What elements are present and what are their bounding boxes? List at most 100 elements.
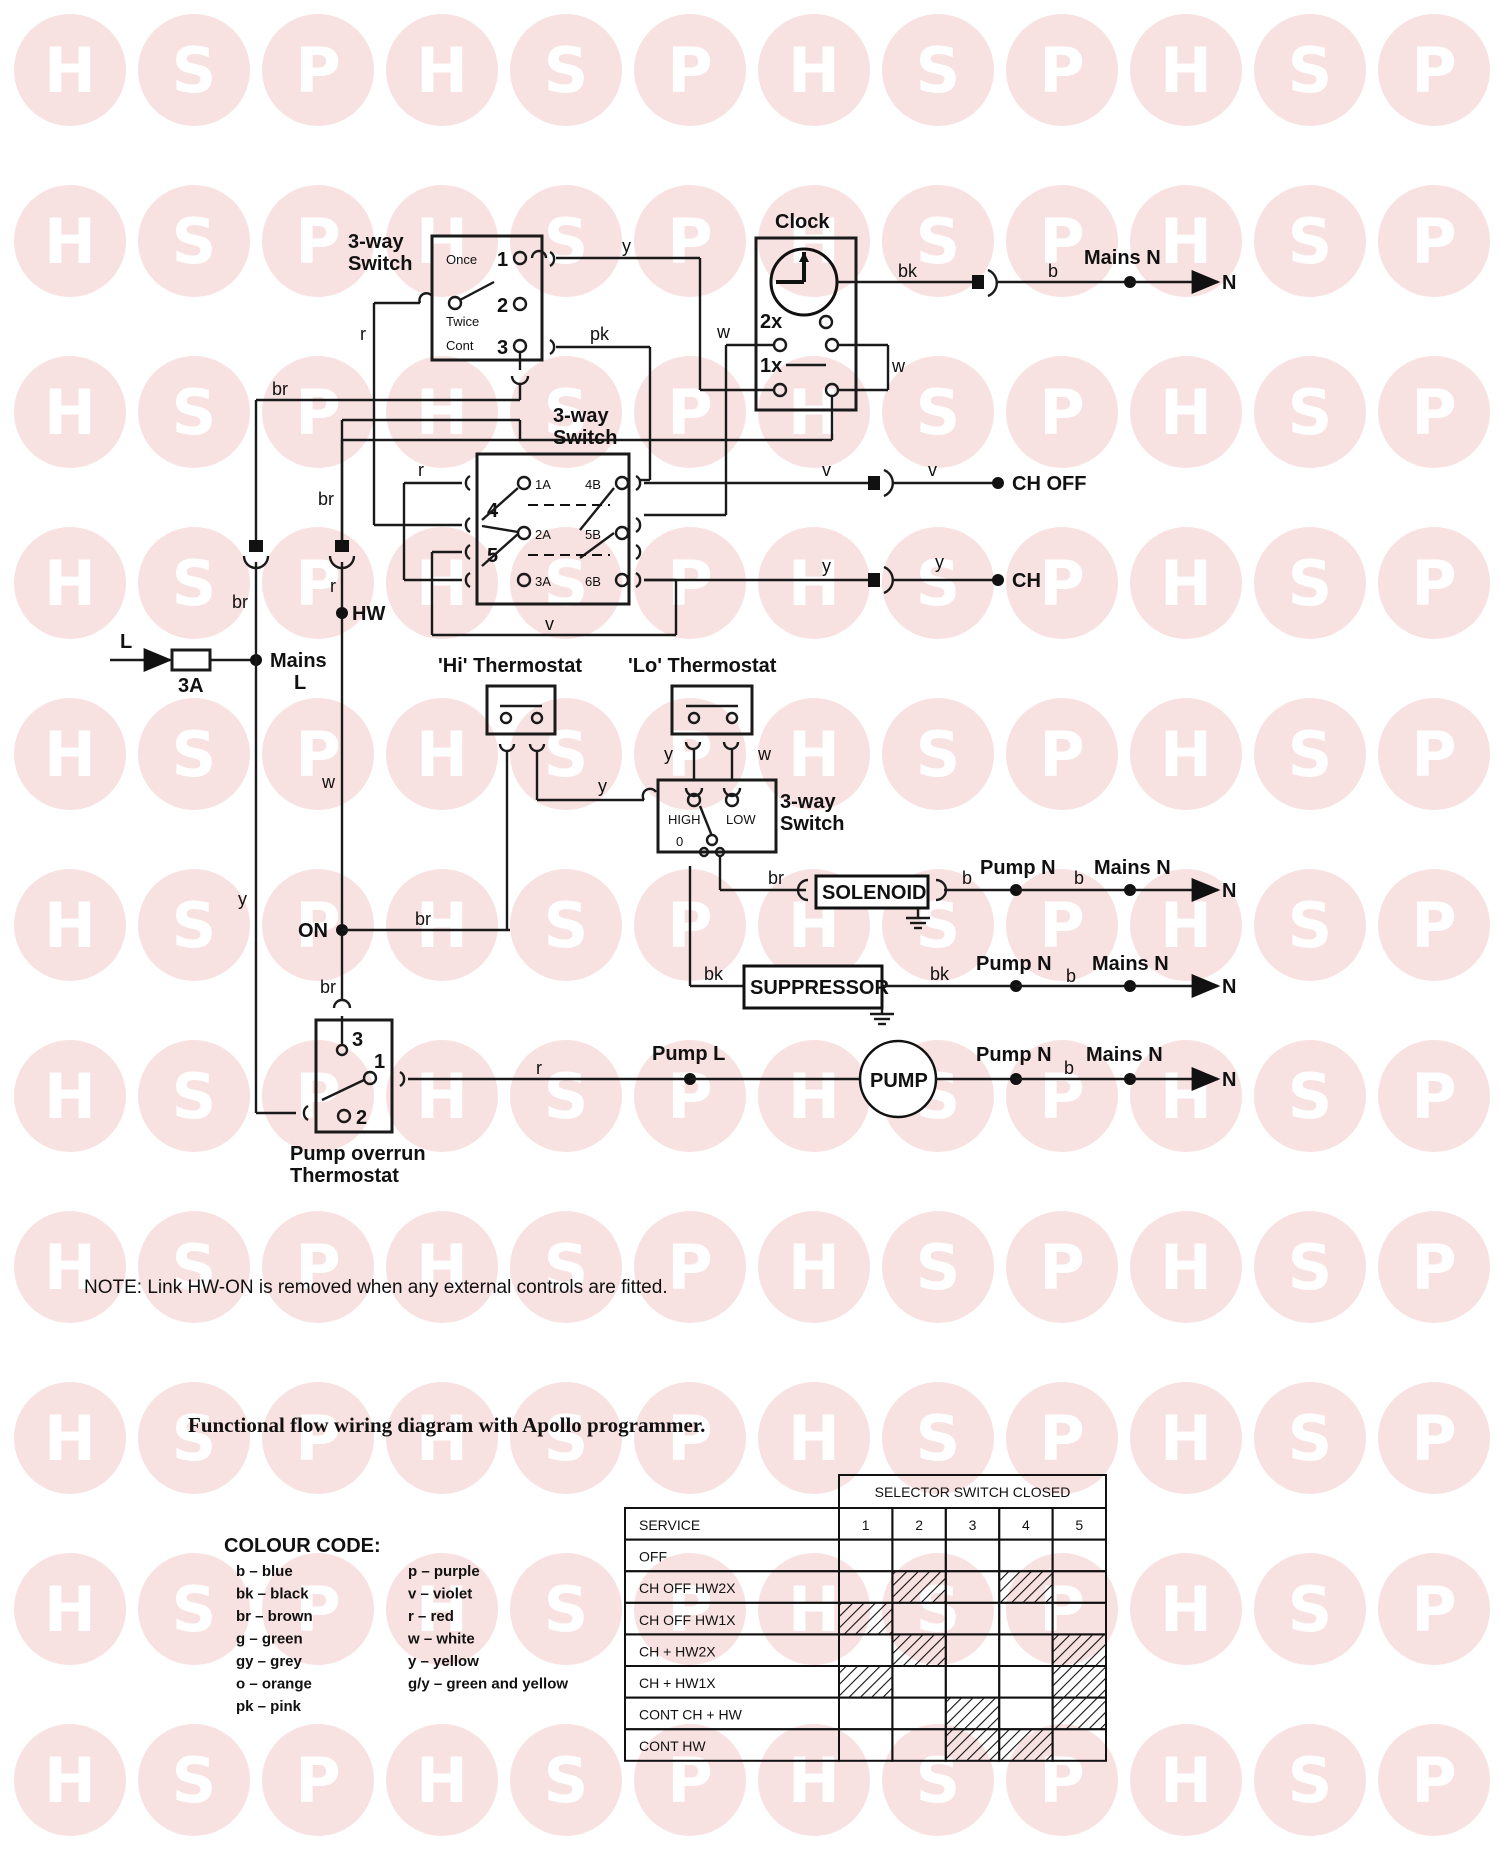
- watermark-circle: [882, 527, 994, 639]
- watermark-circle: [138, 356, 250, 468]
- ov-terminal-1: 1: [374, 1051, 385, 1073]
- pump-n-label-sol: Pump N: [980, 857, 1056, 879]
- watermark-letter: H: [44, 34, 96, 107]
- watermark-circle: [1130, 185, 1242, 297]
- watermark-circle: [14, 1553, 126, 1665]
- watermark-circle: [634, 185, 746, 297]
- watermark-letter: H: [44, 205, 96, 278]
- watermark-letter: S: [172, 1060, 217, 1133]
- watermark-circle: [386, 698, 498, 810]
- watermark-circle: [882, 1211, 994, 1323]
- table-cell: [998, 1696, 1054, 1731]
- pump-n-label-sup: Pump N: [976, 953, 1052, 975]
- watermark-circle: [1254, 185, 1366, 297]
- watermark-circle: [386, 1211, 498, 1323]
- n-label-sol: N: [1222, 880, 1236, 902]
- watermark-circle: [1378, 1040, 1490, 1152]
- watermark-circle: [634, 1553, 746, 1665]
- watermark-letter: H: [788, 1231, 840, 1304]
- watermark-letter: H: [44, 1060, 96, 1133]
- watermark-circle: [1378, 1211, 1490, 1323]
- colour-code-entry: pk – pink: [236, 1698, 302, 1715]
- watermark-letter: S: [544, 1060, 589, 1133]
- mains-n-label-pump: Mains N: [1086, 1044, 1163, 1066]
- n-label-sup: N: [1222, 976, 1236, 998]
- wire-label-y-sw1: y: [622, 236, 631, 256]
- wire-label-b-pump: b: [1064, 1058, 1074, 1078]
- watermark-letter: H: [416, 1060, 468, 1133]
- overrun-label-b: Thermostat: [290, 1165, 399, 1187]
- table-cell: [998, 1665, 1054, 1699]
- watermark-circle: [758, 1382, 870, 1494]
- watermark-letter: H: [1160, 34, 1212, 107]
- watermark-letter: H: [44, 889, 96, 962]
- wire-label-y-hi: y: [598, 776, 607, 796]
- watermark-letter: P: [1411, 376, 1456, 449]
- wire-label-r-hw: r: [330, 576, 336, 596]
- watermark-letter: P: [667, 1744, 712, 1817]
- watermark-letter: H: [788, 34, 840, 107]
- watermark-circle: [1006, 698, 1118, 810]
- watermark-circle: [14, 1382, 126, 1494]
- watermark-letter: P: [1411, 1060, 1456, 1133]
- watermark-circle: [1254, 1211, 1366, 1323]
- watermark-letter: H: [1160, 718, 1212, 791]
- watermark-circle: [386, 1040, 498, 1152]
- watermark-circle: [14, 698, 126, 810]
- watermark-letter: S: [916, 718, 961, 791]
- hi-thermostat: 'Hi' Thermostat y: [438, 655, 644, 930]
- clock-2x-label: 2x: [760, 311, 782, 333]
- service-row-label: CH + HW2X: [639, 1643, 716, 1659]
- hw-label: HW: [352, 603, 385, 625]
- wire-label-r-sw2: r: [418, 460, 424, 480]
- wire-label-b-sol1: b: [962, 868, 972, 888]
- wire-label-bk-sup2: bk: [930, 964, 950, 984]
- switch-column-number: 5: [1075, 1517, 1083, 1533]
- watermark-letter: S: [172, 889, 217, 962]
- watermark-circle: [262, 869, 374, 981]
- watermark-circle: [1006, 356, 1118, 468]
- sw2-1a: 1A: [535, 477, 551, 492]
- mains-n-label-top: Mains N: [1084, 247, 1161, 269]
- watermark-letter: S: [172, 1744, 217, 1817]
- switch3-title-a: 3-way: [780, 791, 836, 813]
- watermark-circle: [138, 14, 250, 126]
- wire-label-br-sol: br: [768, 868, 784, 888]
- watermark-circle: [1130, 14, 1242, 126]
- watermark-letter: H: [416, 889, 468, 962]
- watermark-circle: [758, 527, 870, 639]
- service-row-label: CH OFF HW2X: [639, 1580, 736, 1596]
- service-row-label: CH + HW1X: [639, 1675, 716, 1691]
- mains-l-label-b: L: [294, 672, 306, 694]
- watermark-circle: [1378, 1553, 1490, 1665]
- watermark-letter: S: [544, 889, 589, 962]
- watermark-letter: P: [1411, 1744, 1456, 1817]
- table-cell: [944, 1665, 1001, 1699]
- watermark-circle: [1006, 1040, 1118, 1152]
- watermark-circle: [1378, 185, 1490, 297]
- wire-label-br-ov: br: [320, 977, 336, 997]
- watermark-letter: P: [295, 376, 340, 449]
- switch-column-number: 2: [915, 1517, 923, 1533]
- watermark-letter: P: [1411, 547, 1456, 620]
- watermark-letter: H: [416, 718, 468, 791]
- watermark-circle: [262, 1382, 374, 1494]
- switch-column-number: 1: [862, 1517, 870, 1533]
- watermark-letter: P: [667, 1060, 712, 1133]
- watermark-circle: [14, 1724, 126, 1836]
- watermark-letter: S: [172, 1573, 217, 1646]
- watermark-letter: S: [544, 547, 589, 620]
- watermark-letter: H: [416, 1402, 468, 1475]
- watermark-circle: [510, 1724, 622, 1836]
- switch1-terminal-3: 3: [497, 337, 508, 359]
- watermark-letter: H: [1160, 376, 1212, 449]
- sw2-3a: 3A: [535, 574, 551, 589]
- watermark-letter: S: [172, 718, 217, 791]
- watermark-circle: [758, 14, 870, 126]
- watermark-letter: S: [1288, 1060, 1333, 1133]
- watermark-letter: H: [416, 376, 468, 449]
- watermark-circle: [510, 14, 622, 126]
- watermark-circle: [386, 527, 498, 639]
